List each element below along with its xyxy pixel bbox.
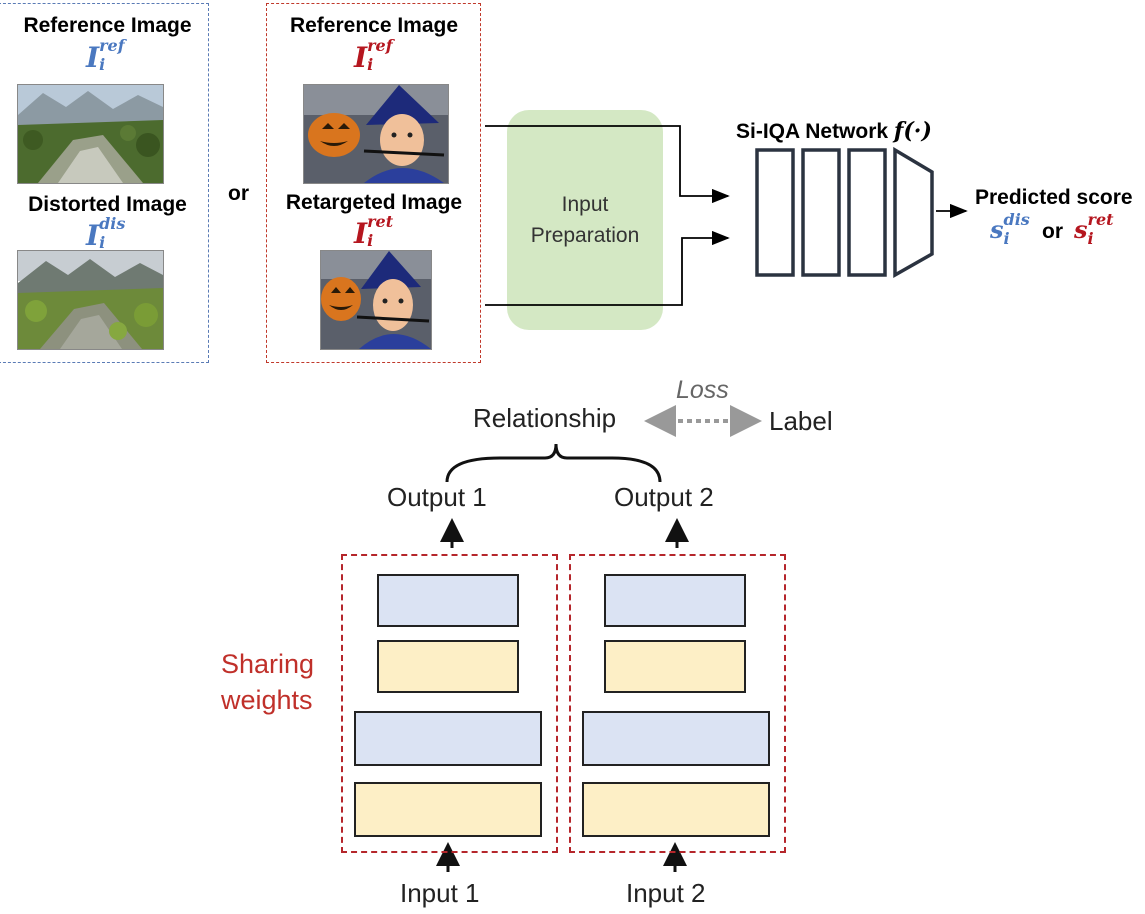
tower2-layer-2: [604, 640, 746, 693]
network-function: f(·): [893, 118, 932, 144]
distorted-image-title: Distorted Image: [28, 193, 187, 216]
or-separator: or: [228, 182, 249, 205]
tower2-layer-top: [604, 574, 746, 627]
distorted-landscape-image: [17, 250, 164, 350]
top-connectors: [485, 125, 968, 306]
predicted-score-label: Predicted score: [975, 186, 1133, 209]
bottom-connectors: [436, 405, 762, 872]
tower-2: [569, 554, 786, 853]
relationship-brace: [445, 443, 662, 483]
retargeted-image-title: Retargeted Image: [285, 191, 463, 214]
input-preparation-line1: Input: [561, 192, 609, 216]
input-preparation-line2: Preparation: [530, 224, 640, 247]
retargeted-boy-image: [320, 250, 432, 350]
upper-input-line: [485, 125, 730, 204]
tower2-layer-bottom: [582, 782, 770, 837]
relationship-label: Relationship: [473, 403, 617, 433]
reference-image-title: Reference Image: [23, 14, 192, 37]
reference-landscape-image: [17, 84, 164, 184]
tower1-layer-2: [377, 640, 519, 693]
input1-label: Input 1: [400, 878, 480, 908]
lower-input-line: [485, 230, 730, 306]
output1-label: Output 1: [387, 482, 487, 512]
reference-boy-image: [303, 84, 449, 184]
predicted-or-label: or: [1042, 220, 1063, 243]
retarget-reference-title: Reference Image: [289, 14, 459, 37]
label-label: Label: [769, 406, 833, 436]
tower1-layer-top: [377, 574, 519, 627]
loss-label: Loss: [676, 376, 729, 404]
output2-label: Output 2: [614, 482, 714, 512]
network-label: Si-IQA Network f(·): [736, 118, 932, 144]
tower1-layer-3: [354, 711, 542, 766]
natural-iqa-panel: [0, 3, 209, 363]
tower-1: [341, 554, 558, 853]
tower1-layer-bottom: [354, 782, 542, 837]
network-layers-icon: [755, 146, 934, 279]
retargeting-iqa-panel: [266, 3, 481, 363]
tower2-layer-3: [582, 711, 770, 766]
input2-label: Input 2: [626, 878, 706, 908]
